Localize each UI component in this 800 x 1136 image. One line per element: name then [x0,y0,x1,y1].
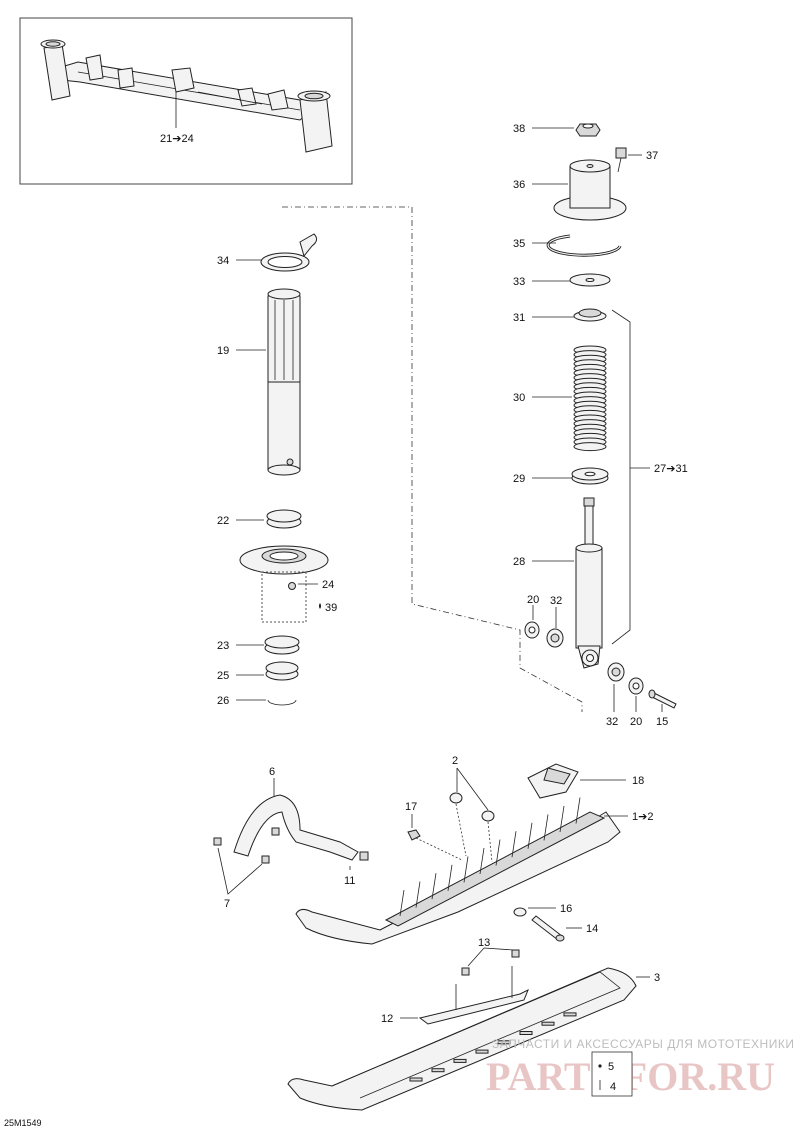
callout-34: 34 [217,255,229,267]
callout-35: 35 [513,238,525,250]
callout-37: 37 [646,150,658,162]
inset-4-5 [591,1051,633,1097]
bushing-22 [266,509,302,529]
nut-11 [359,851,369,861]
callout-30: 30 [513,392,525,404]
shock-absorber-28 [575,497,603,669]
callout-7: 7 [224,898,230,910]
nut-17 [407,829,421,841]
ski-ribs [399,797,581,917]
callout-13: 13 [478,937,490,949]
callout-31: 31 [513,312,525,324]
runner-12 [418,966,529,1025]
axis-line-left-right [282,206,583,712]
wear-pad-18 [527,763,579,799]
ski-3 [287,967,637,1111]
nut-38 [575,123,601,137]
callout-5: 5 [608,1061,614,1073]
callout-1-2: 1➔2 [632,811,653,823]
washer-33 [569,273,611,287]
bushing-32-left [546,628,564,648]
callout-19: 19 [217,345,229,357]
ski-slots [409,1012,577,1082]
callout-33: 33 [513,276,525,288]
bushing-25 [265,661,299,681]
spindle-19 [267,288,301,476]
callout-16: 16 [560,903,572,915]
callout-23: 23 [217,640,229,652]
callout-24: 24 [322,579,334,591]
cup-36 [553,159,627,221]
callout-25: 25 [217,670,229,682]
callout-2: 2 [452,755,458,767]
callout-32-left: 32 [550,595,562,607]
inset-frame [19,17,353,185]
callout-39: 39 [325,602,337,614]
callout-38: 38 [513,123,525,135]
seat-29 [571,467,609,485]
callout-28: 28 [513,556,525,568]
clip-35 [546,234,622,257]
bushing-23 [264,635,300,655]
bushing-32-right [607,662,625,682]
callout-18: 18 [632,775,644,787]
spring-30 [573,345,607,452]
callout-3: 3 [654,972,660,984]
handle-6 [233,794,359,861]
nuts-13 [461,949,520,976]
callout-29: 29 [513,473,525,485]
callout-26: 26 [217,695,229,707]
callout-6: 6 [269,766,275,778]
callout-27-31: 27➔31 [654,463,688,475]
circlip-26 [267,699,297,706]
housing-flange [239,545,329,623]
assembly-guides [415,803,493,863]
diagram-id: 25M1549 [4,1118,42,1128]
bolt-14 [531,915,565,942]
screw-37 [615,147,627,173]
retainer-31 [573,308,607,322]
ski-1-2 [295,797,621,945]
callout-36: 36 [513,179,525,191]
spacer-20-left [524,621,540,639]
bracket-27-31 [611,309,631,645]
oil-drop-icon [319,603,321,609]
watermark-line-1: ЗАПЧАСТИ И АКСЕССУАРЫ ДЛЯ МОТОТЕХНИКИ [492,1037,794,1051]
crossmember-assembly [40,39,333,153]
grease-fitting-24 [288,582,296,590]
callout-22: 22 [217,515,229,527]
callout-17: 17 [405,801,417,813]
callout-14: 14 [586,923,598,935]
callout-12: 12 [381,1013,393,1025]
callout-20-right: 20 [630,716,642,728]
washer-16 [513,907,527,917]
bolt-15 [648,689,677,709]
callout-20-left: 20 [527,594,539,606]
callout-15: 15 [656,716,668,728]
callout-4: 4 [610,1081,616,1093]
rivet-5-icon [598,1064,602,1068]
callout-21-24: 21➔24 [160,133,194,145]
spacer-20-right [628,677,644,695]
ring-34 [260,233,318,272]
callout-32-right: 32 [606,716,618,728]
bushings-2 [449,792,495,822]
callout-11: 11 [344,875,355,887]
screws-7 [213,827,280,864]
